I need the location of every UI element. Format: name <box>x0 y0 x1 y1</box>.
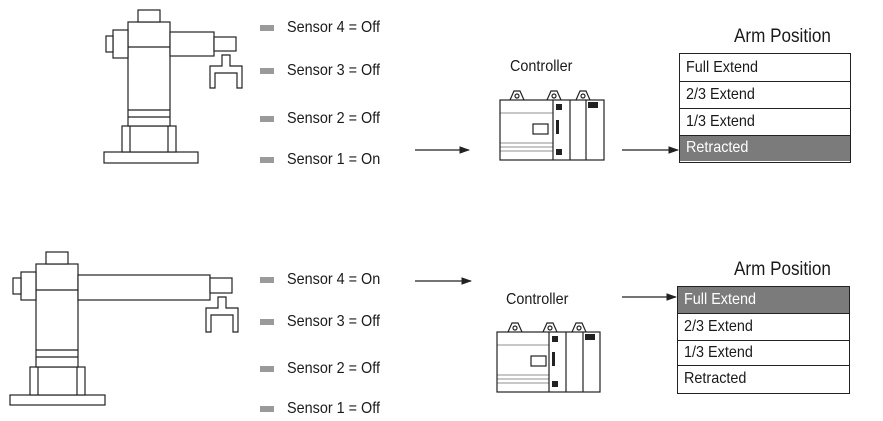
position-row-full-extend: Full Extend <box>680 54 850 82</box>
position-row-one-third-extend: 1/3 Extend <box>680 109 850 136</box>
position-row-one-third-extend: 1/3 Extend <box>678 341 849 366</box>
controller-device-2 <box>496 322 601 393</box>
robot-arm-extended <box>9 251 239 406</box>
arm-position-title-1: Arm Position <box>734 26 831 47</box>
robot-arm-retracted <box>103 9 243 164</box>
bullet-marker <box>260 116 274 122</box>
bullet-marker <box>260 277 274 283</box>
position-row-retracted-active: Retracted <box>680 136 850 161</box>
bullet-marker <box>260 406 274 412</box>
position-row-two-thirds-extend: 2/3 Extend <box>680 82 850 109</box>
bullet-marker <box>260 319 274 325</box>
position-row-full-extend-active: Full Extend <box>678 287 849 314</box>
position-row-two-thirds-extend: 2/3 Extend <box>678 314 849 341</box>
arm-position-title-2: Arm Position <box>734 259 831 280</box>
bullet-marker <box>260 366 274 372</box>
controller-label-1: Controller <box>510 58 573 75</box>
arm-position-table-1: Full Extend 2/3 Extend 1/3 Extend Retrac… <box>679 53 851 163</box>
position-row-retracted: Retracted <box>684 370 747 387</box>
arm-position-table-2: Full Extend 2/3 Extend 1/3 Extend Retrac… <box>677 286 850 394</box>
bullet-marker <box>260 68 274 74</box>
bullet-marker <box>260 25 274 31</box>
controller-label-2: Controller <box>506 291 569 308</box>
controller-device-1 <box>499 90 605 161</box>
bullet-marker <box>260 157 274 163</box>
